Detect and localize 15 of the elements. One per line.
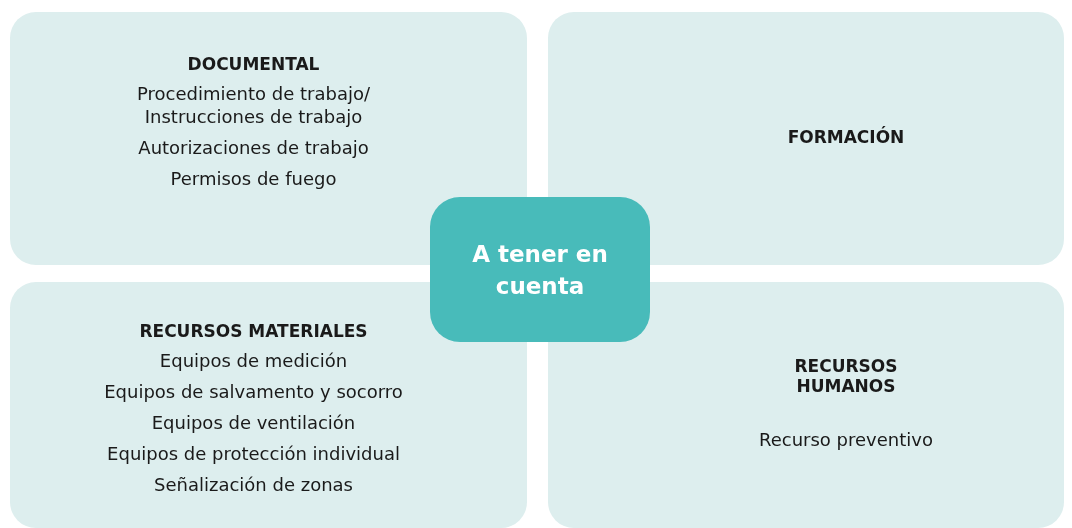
list-item: Equipos de ventilación bbox=[151, 410, 356, 434]
list-item: Recurso preventivo bbox=[759, 427, 933, 451]
center-box bbox=[430, 197, 650, 342]
list-item: Equipos de medición bbox=[159, 348, 348, 372]
panel-heading: RECURSOS HUMANOS bbox=[793, 355, 899, 396]
center-label: A tener en cuenta bbox=[471, 239, 609, 301]
list-item: Autorizaciones de trabajo bbox=[138, 135, 369, 159]
list-item: Equipos de protección individual bbox=[107, 441, 400, 465]
list-item: Señalización de zonas bbox=[154, 472, 353, 496]
panel-heading: DOCUMENTAL bbox=[187, 53, 320, 74]
list-item: Equipos de salvamento y socorro bbox=[104, 379, 403, 403]
panel-heading: FORMACIÓN bbox=[787, 126, 905, 147]
panel-heading: RECURSOS MATERIALES bbox=[139, 320, 368, 341]
list-item: Procedimiento de trabajo/ Instrucciones de trabajo bbox=[136, 81, 371, 128]
list-item: Permisos de fuego bbox=[170, 166, 337, 190]
